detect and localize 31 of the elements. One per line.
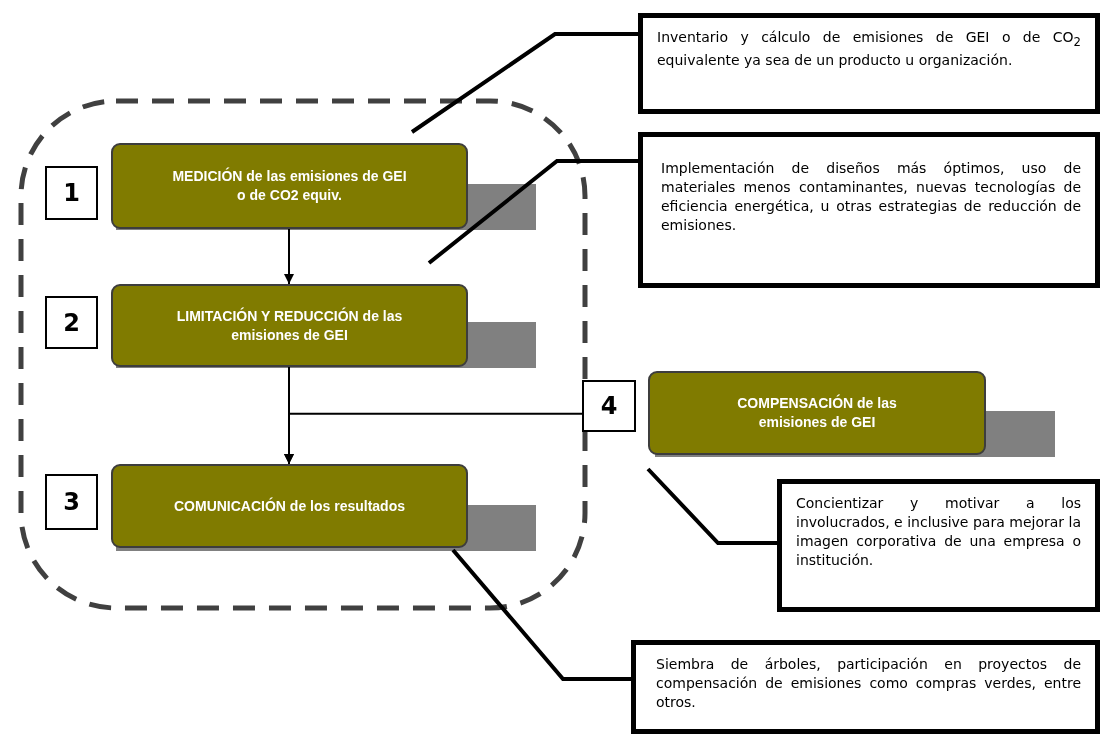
leader-line (646, 467, 777, 545)
callout-text: Inventario y cálculo de emisiones de GEI o de CO$_{2}$ equivalente ya sea de un producto u organización. (657, 28, 1081, 70)
process-label: COMUNICACIÓN de los resultados (174, 496, 405, 516)
process-label: LIMITACIÓN Y REDUCCIÓN de las emisiones de GEI (175, 306, 404, 345)
callout-box (638, 13, 1100, 114)
process-label: COMPENSACIÓN de las emisiones de GEI (736, 394, 898, 432)
process-box (111, 143, 468, 229)
step-number (45, 474, 98, 530)
dashed-region (18, 98, 588, 611)
step-number (582, 380, 636, 432)
leader-line (427, 159, 638, 265)
step-number-text: 4 (600, 392, 618, 420)
callout-text: Implementación de diseños más óptimos, uso de materiales menos contaminantes, nuevas tecnologías de eficiencia energética, u otras estrategias de reducción de emisiones. (661, 159, 1081, 235)
process-box (648, 371, 986, 455)
process-label: MEDICIÓN de las emisiones de GEI o de CO2 equiv. (171, 167, 408, 205)
process-box (111, 284, 468, 367)
step-number (45, 166, 98, 220)
step-number-text: 1 (63, 179, 80, 207)
callout-box (777, 479, 1100, 612)
process-box (111, 464, 468, 548)
arrow (284, 412, 583, 465)
callout-text: Concientizar y motivar a los involucrados, e inclusive para mejorar la imagen corporativa de una empresa o institución. (796, 494, 1081, 570)
step-number (45, 296, 98, 349)
callout-box (638, 132, 1100, 288)
leader-line (451, 548, 631, 681)
callout-text: Siembra de árboles, participación en proyectos de compensación de emisiones como compras verdes, entre otros. (656, 655, 1081, 712)
arrow (284, 228, 294, 285)
step-number-text: 3 (63, 488, 80, 516)
step-number-text: 2 (63, 308, 80, 337)
leader-line (410, 32, 638, 134)
callout-box (631, 640, 1100, 734)
